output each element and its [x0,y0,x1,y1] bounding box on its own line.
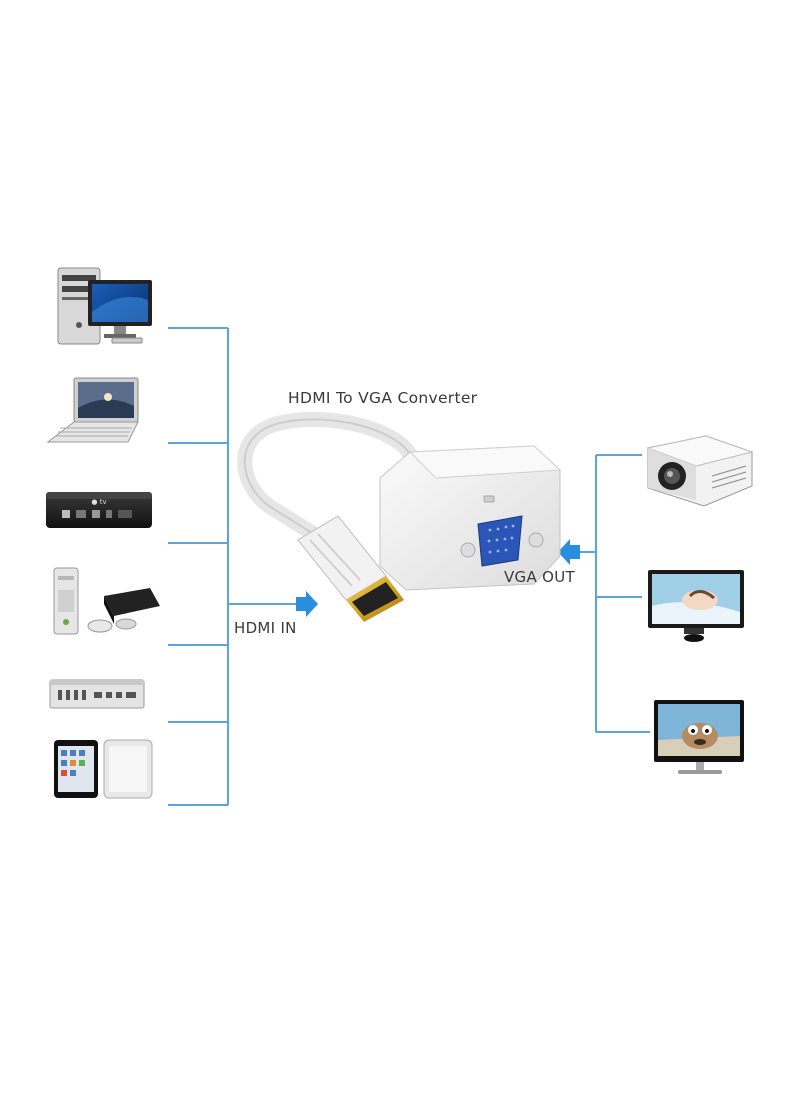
tv-icon [654,700,744,774]
svg-text:● tv: ● tv [91,498,106,506]
projector-icon [646,435,754,507]
hdmi-plug [297,515,404,622]
game-console-icon [53,567,160,635]
desktop-computer-icon [57,267,152,345]
monitor-icon [648,570,744,642]
hdmi-in-arrow [296,591,318,617]
blu-ray-player-icon [49,679,145,709]
hdmi-to-vga-adapter [237,411,562,622]
diagram-title: HDMI To VGA Converter [288,389,478,407]
tablet-icon [54,739,153,799]
vga-out-arrow [558,539,580,565]
output-connector-lines [580,454,650,733]
set-top-box-icon: ● tv [46,492,152,528]
vga-out-label: VGA OUT [504,568,575,586]
vga-adapter-body [379,445,562,591]
laptop-icon [46,377,139,443]
hdmi-in-label: HDMI IN [234,619,297,637]
input-connector-lines [168,327,296,806]
